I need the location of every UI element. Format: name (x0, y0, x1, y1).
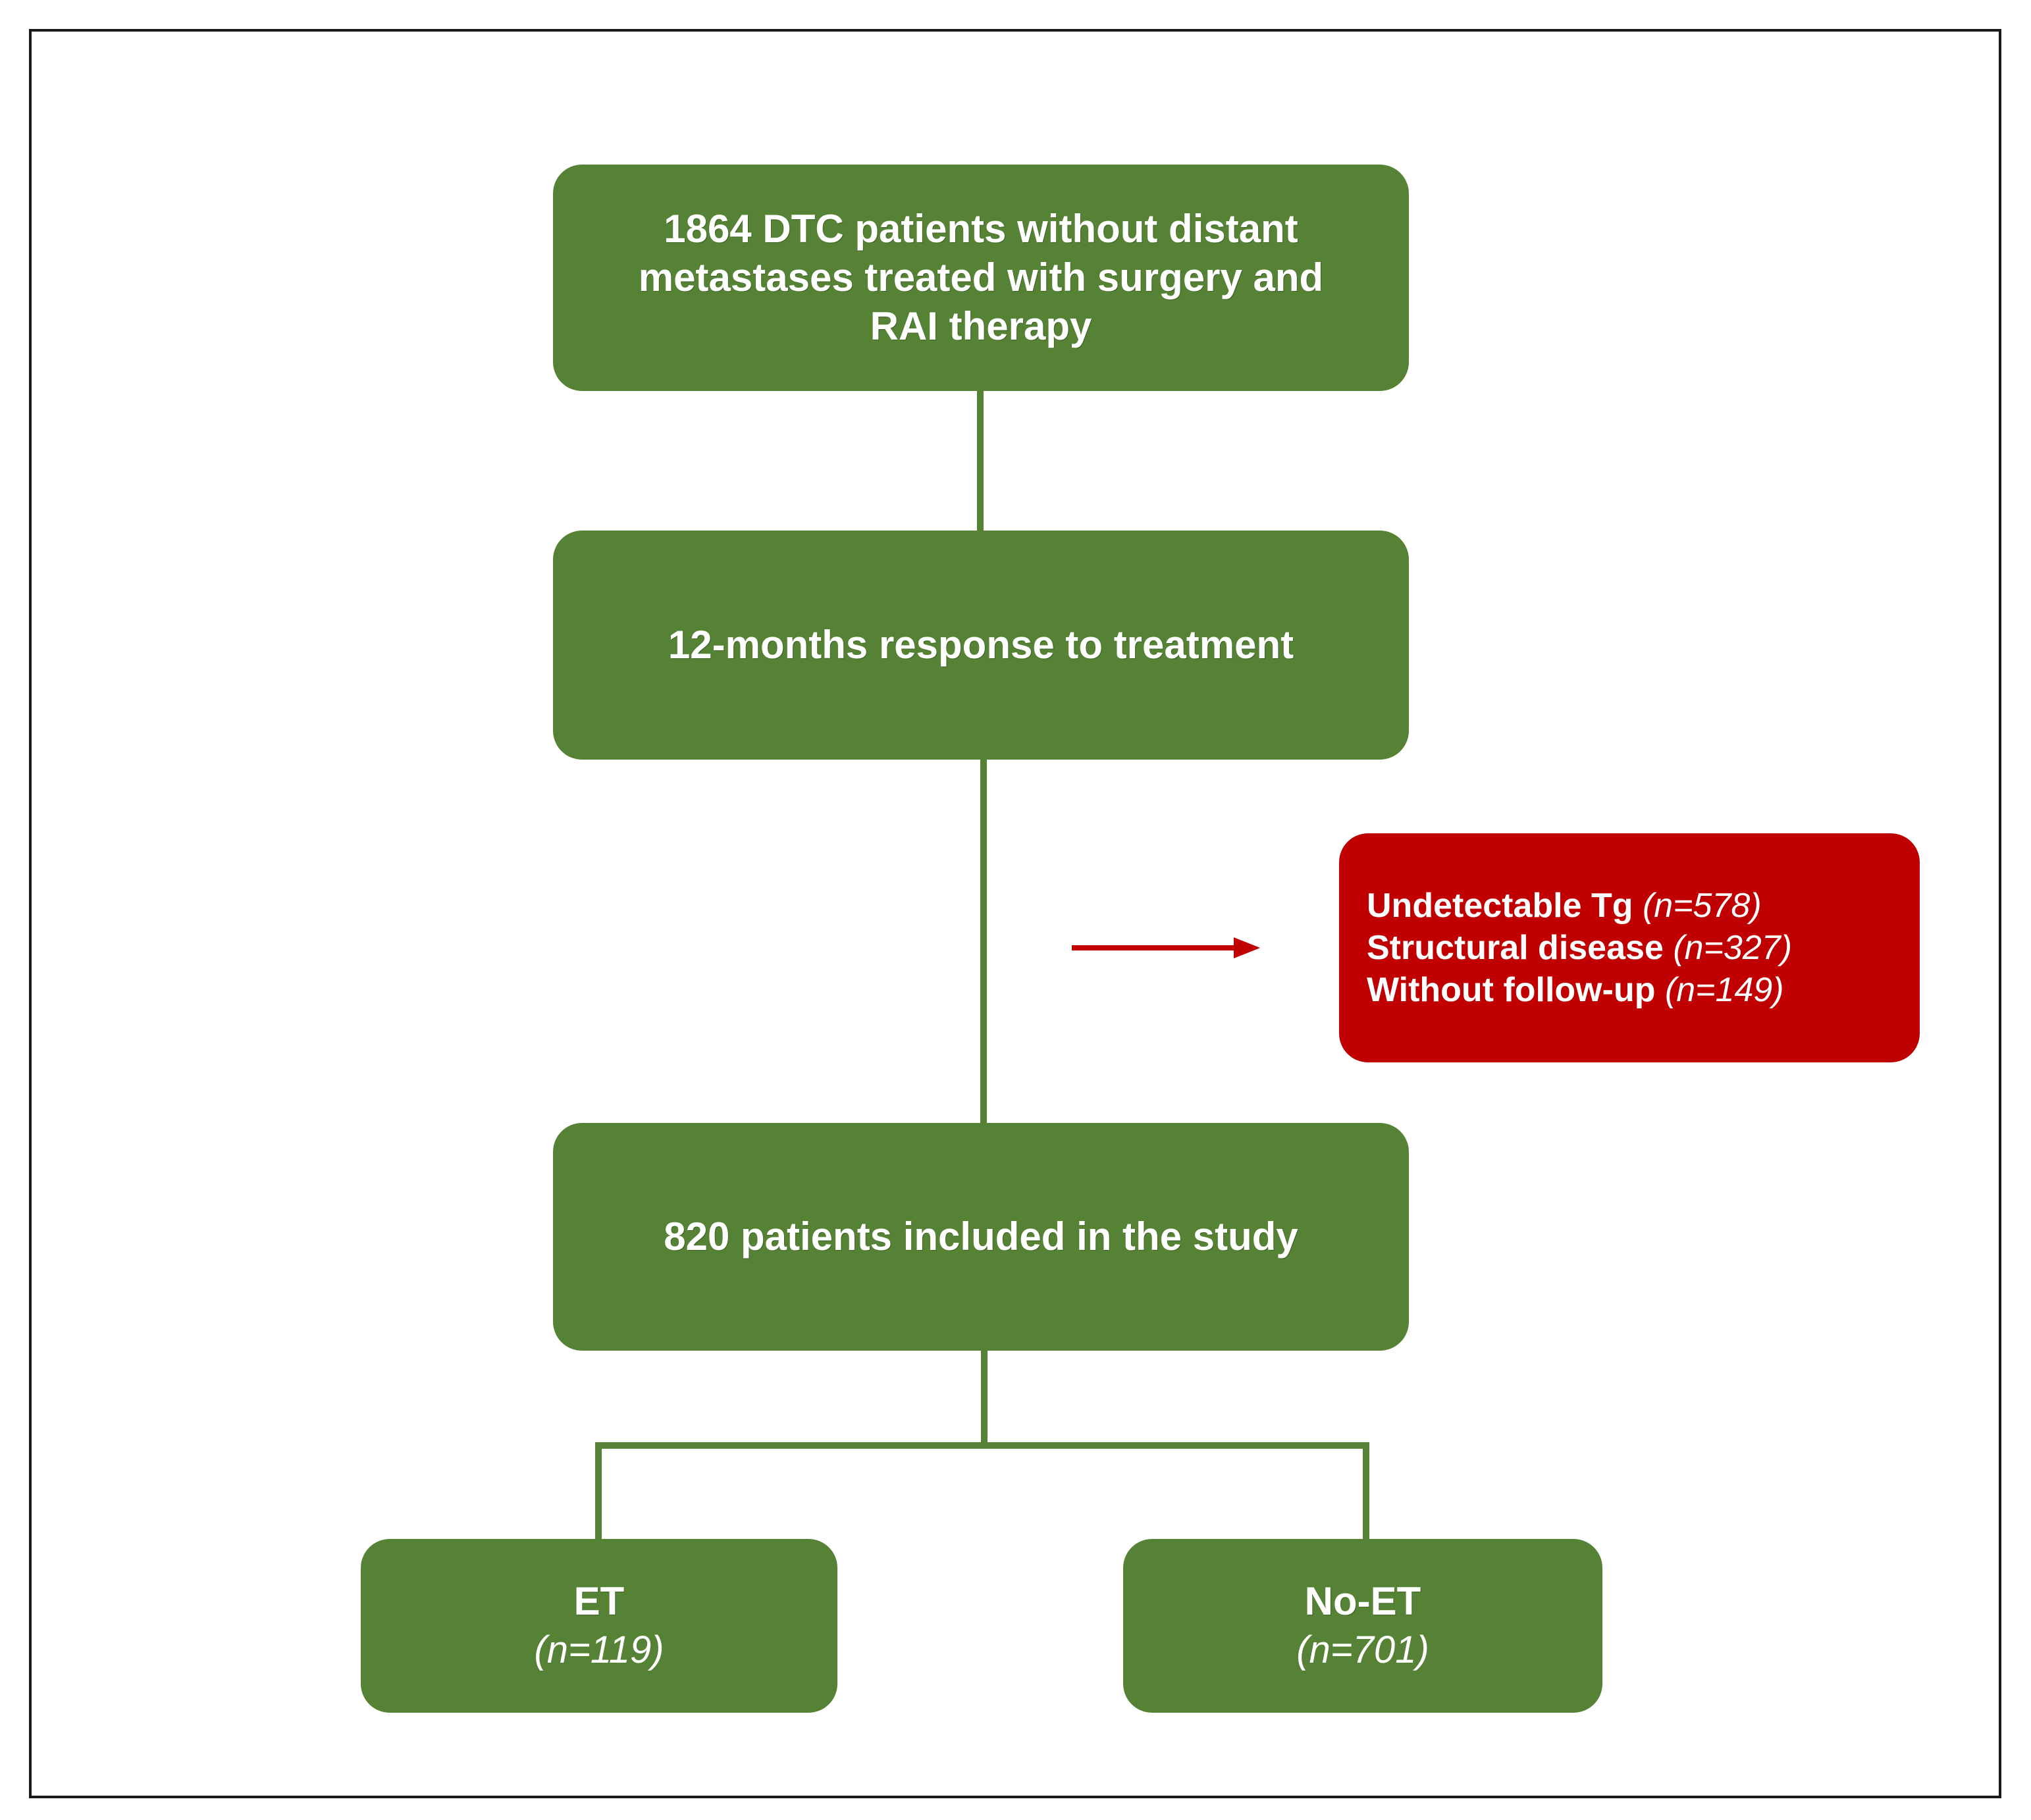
exclusion-count: (n=149) (1664, 971, 1784, 1009)
et-label: ET (573, 1579, 625, 1623)
connector-included-to-split (981, 1348, 988, 1445)
exclusion-arrow (1072, 937, 1260, 958)
exclusion-item-structural-disease: Structural disease (n=327) (1367, 927, 1792, 969)
exclusion-count: (n=578) (1642, 887, 1762, 925)
box-et-group: ET (n=119) (361, 1539, 837, 1713)
enrolled-line-2: metastases treated with surgery and (638, 255, 1324, 299)
exclusion-item-without-follow-up: Without follow-up (n=149) (1367, 969, 1784, 1011)
figure-frame (29, 29, 2001, 1798)
connector-split-horizontal (595, 1442, 1369, 1449)
exclusion-arrow-head (1234, 937, 1260, 958)
connector-top-to-response (977, 390, 984, 533)
noet-label: No-ET (1304, 1579, 1421, 1623)
response-label: 12-months response to treatment (668, 623, 1294, 667)
enrolled-line-3: RAI therapy (870, 304, 1092, 348)
exclusion-label: Structural disease (1367, 929, 1664, 967)
connector-split-to-noet (1363, 1442, 1369, 1541)
included-label: 820 patients included in the study (664, 1214, 1298, 1259)
exclusion-count: (n=327) (1673, 929, 1793, 967)
box-response-to-treatment: 12-months response to treatment (553, 531, 1409, 760)
box-included-patients: 820 patients included in the study (553, 1123, 1409, 1351)
box-excluded-patients: Undetectable Tg (n=578) Structural disea… (1339, 833, 1920, 1062)
noet-count: (n=701) (1296, 1628, 1429, 1671)
exclusion-item-undetectable-tg: Undetectable Tg (n=578) (1367, 885, 1762, 927)
exclusion-label: Undetectable Tg (1367, 887, 1633, 925)
box-enrolled-patients: 1864 DTC patients without distant metast… (553, 165, 1409, 391)
exclusion-label: Without follow-up (1367, 971, 1656, 1009)
connector-split-to-et (595, 1442, 602, 1541)
box-noet-group: No-ET (n=701) (1123, 1539, 1602, 1713)
et-count: (n=119) (534, 1628, 664, 1671)
connector-response-to-included (980, 757, 987, 1126)
enrolled-line-1: 1864 DTC patients without distant (664, 207, 1298, 251)
